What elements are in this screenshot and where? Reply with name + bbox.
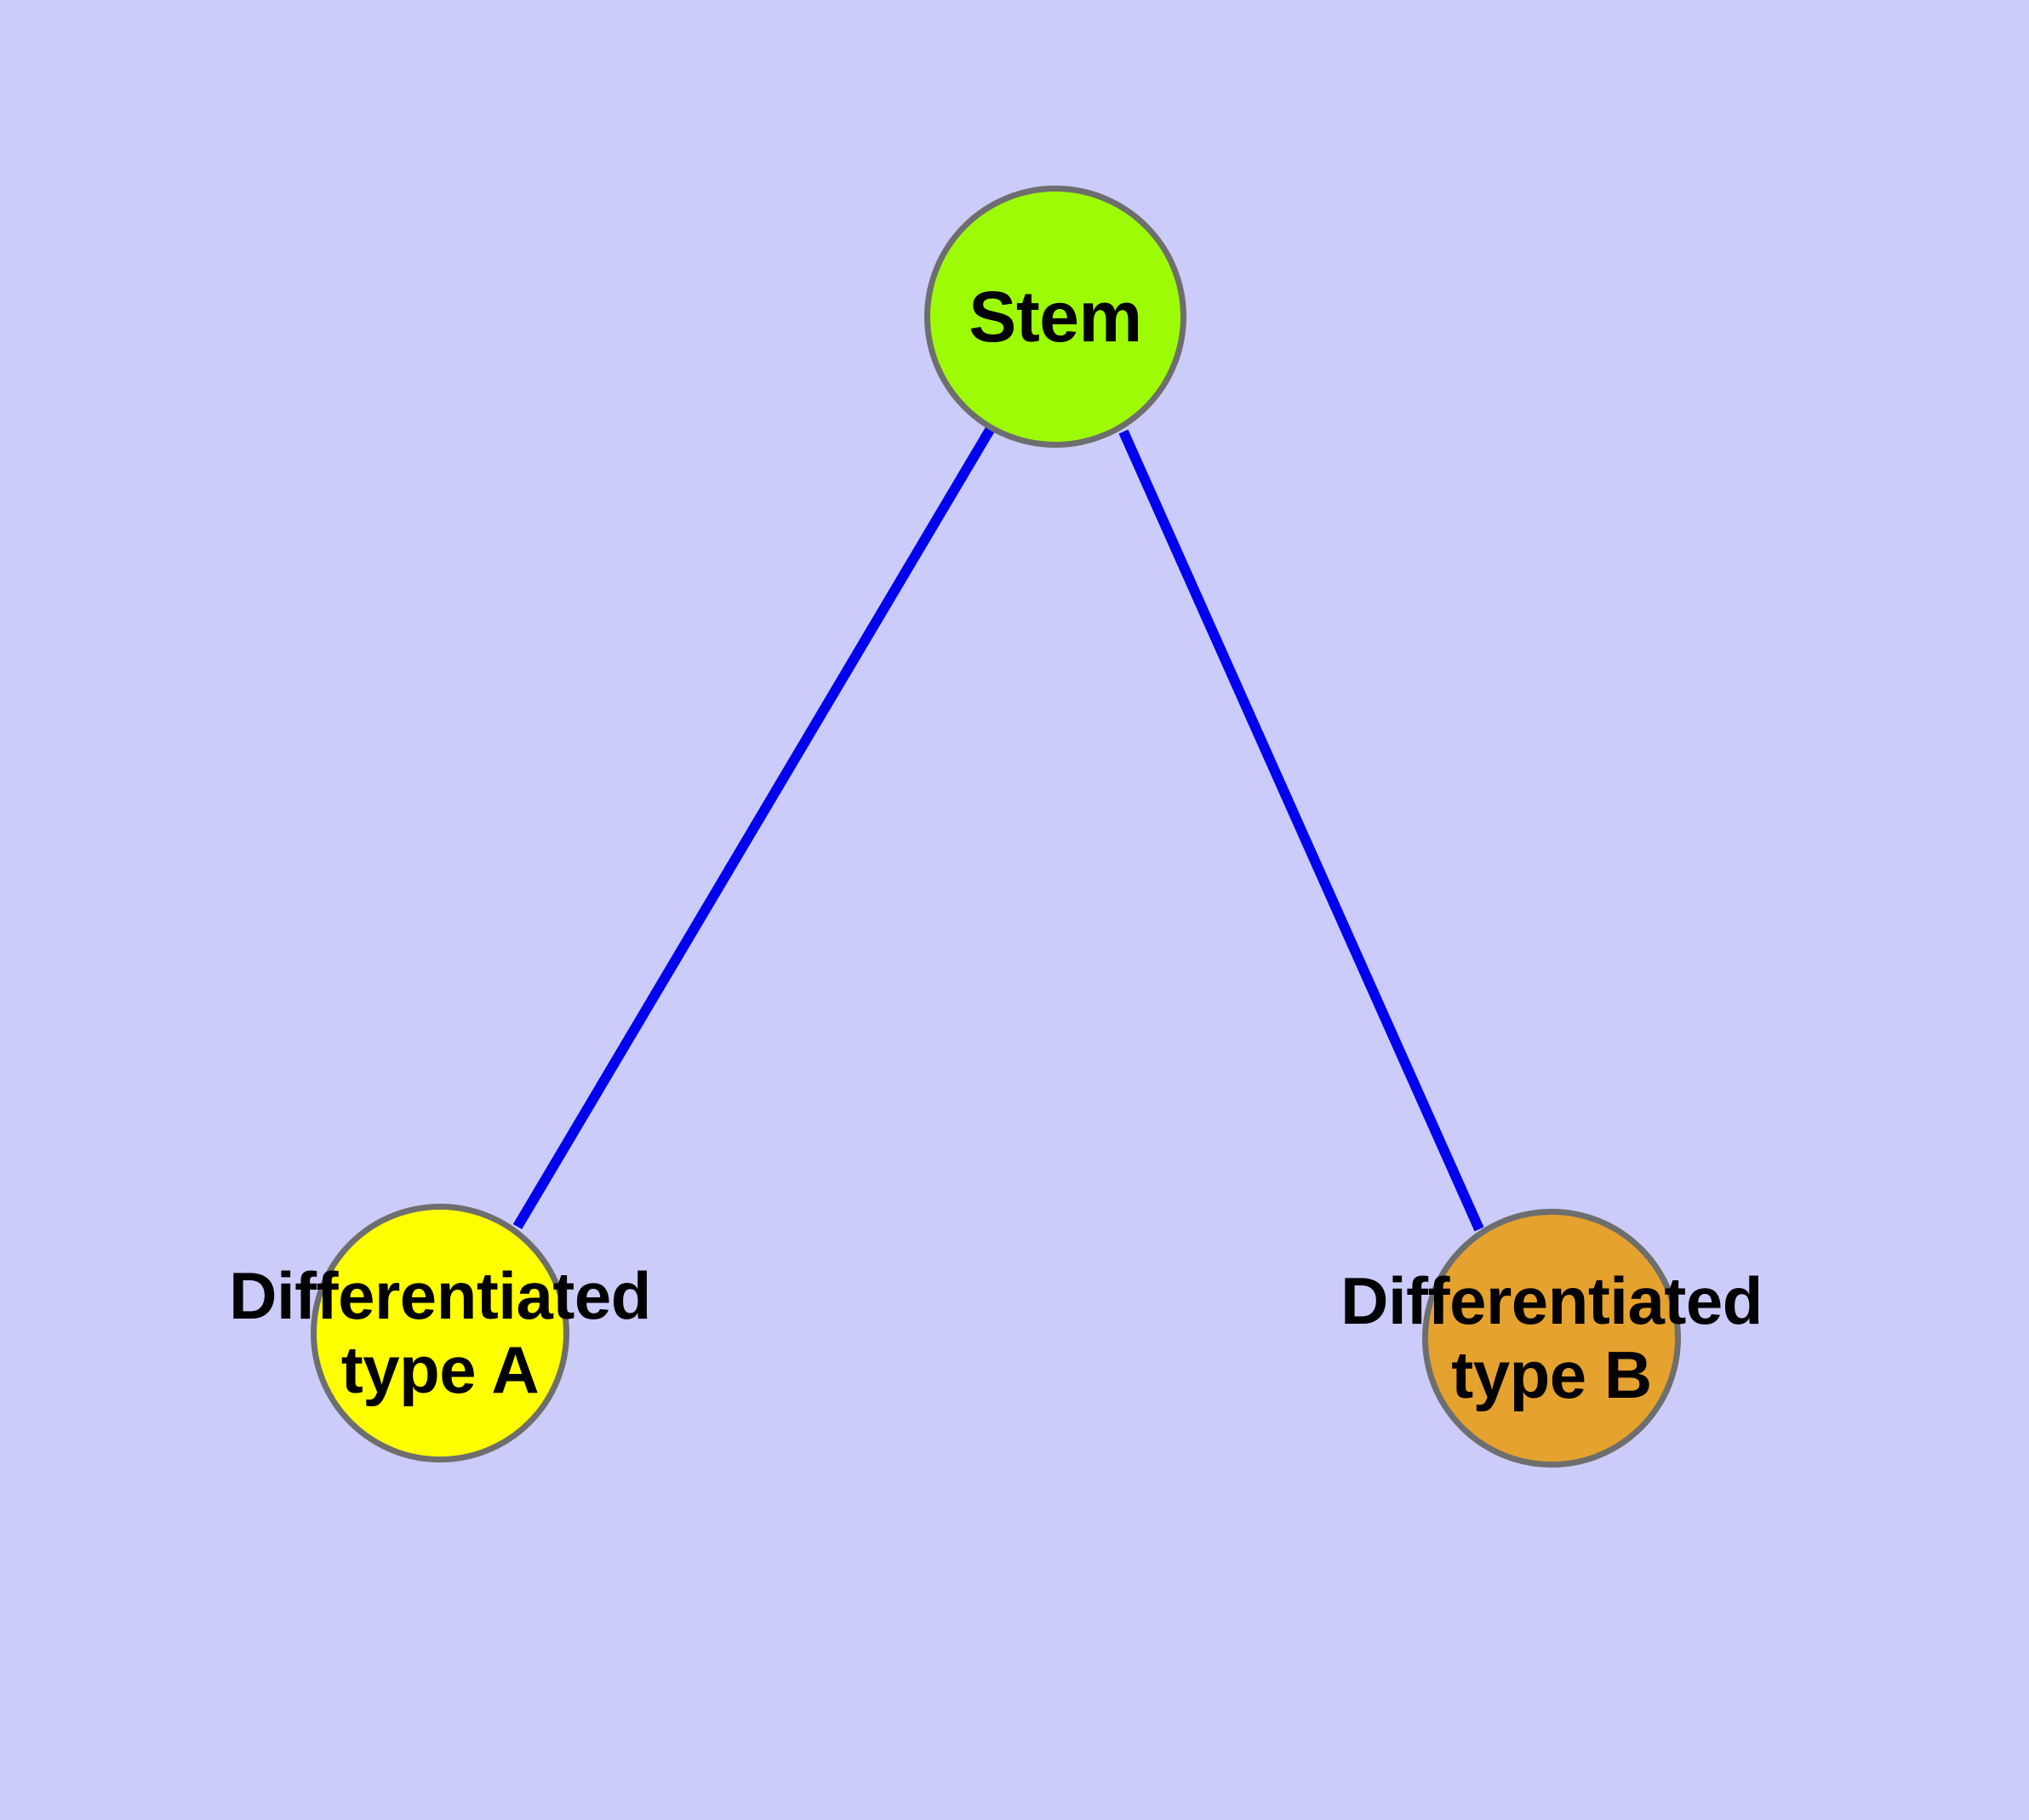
node-stem[interactable] <box>924 186 1186 448</box>
edge-stem-to-diff-b <box>1118 429 1484 1232</box>
edge-stem-to-diff-a <box>512 426 995 1230</box>
node-differentiated-type-a[interactable] <box>311 1204 569 1462</box>
node-differentiated-type-b[interactable] <box>1422 1209 1681 1468</box>
